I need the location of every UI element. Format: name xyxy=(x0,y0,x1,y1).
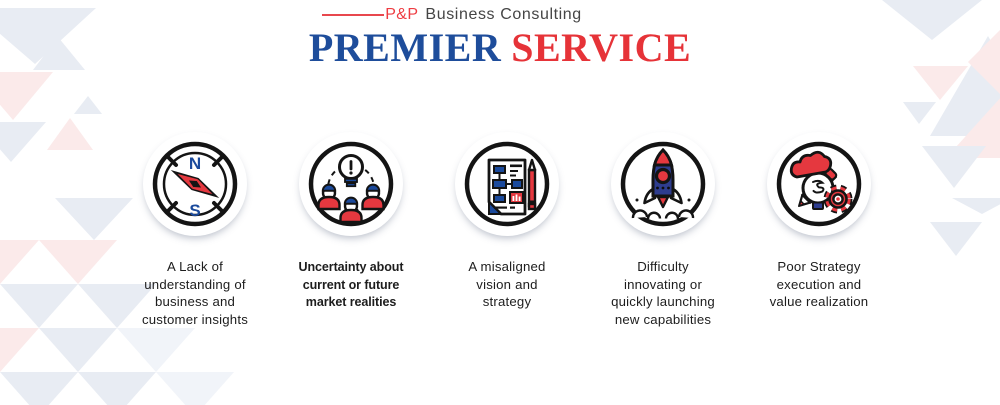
person-figure xyxy=(339,196,363,224)
plan-document-icon xyxy=(464,141,550,227)
icon-badge: N S xyxy=(143,132,247,236)
icon-badge xyxy=(299,132,403,236)
strategy-execution-icon xyxy=(776,141,862,227)
compass-needle xyxy=(170,170,220,198)
pain-points-row: N S A Lack of understanding of business … xyxy=(117,132,893,328)
pain-point-item: Difficulty innovating or quickly launchi… xyxy=(585,132,741,328)
pain-point-caption: Poor Strategy execution and value realiz… xyxy=(769,259,869,309)
pain-point-item: N S A Lack of understanding of business … xyxy=(117,132,273,328)
pain-point-item: Uncertainty about current or future mark… xyxy=(273,132,429,328)
gear-glyph xyxy=(823,184,853,214)
team-idea-icon xyxy=(308,141,394,227)
compass-icon: N S xyxy=(152,141,238,227)
brand-accent-line xyxy=(322,14,385,16)
person-figure xyxy=(317,183,341,211)
person-figure xyxy=(361,183,385,211)
page-title-primary: PREMIER xyxy=(308,25,502,70)
brand-name-text: Business Consulting xyxy=(425,6,582,23)
icon-badge xyxy=(767,132,871,236)
compass-south-label: S xyxy=(189,201,200,220)
pain-point-caption: A misaligned vision and strategy xyxy=(468,259,546,309)
page-title-secondary: SERVICE xyxy=(511,25,692,70)
brand-row: P&P Business Consulting xyxy=(0,4,952,26)
brand-accent-text: P&P xyxy=(385,6,419,23)
cloud-glyph xyxy=(789,150,833,179)
pain-point-caption: Difficulty innovating or quickly launchi… xyxy=(611,259,715,327)
pain-point-caption: A Lack of understanding of business and … xyxy=(141,259,248,327)
compass-north-label: N xyxy=(189,154,201,173)
pain-point-item: Poor Strategy execution and value realiz… xyxy=(741,132,897,328)
pain-point-caption: Uncertainty about current or future mark… xyxy=(298,259,404,309)
rocket-launch-icon xyxy=(620,141,706,227)
icon-badge xyxy=(611,132,715,236)
icon-badge xyxy=(455,132,559,236)
pain-point-item: A misaligned vision and strategy xyxy=(429,132,585,328)
pencil-glyph xyxy=(527,158,537,211)
